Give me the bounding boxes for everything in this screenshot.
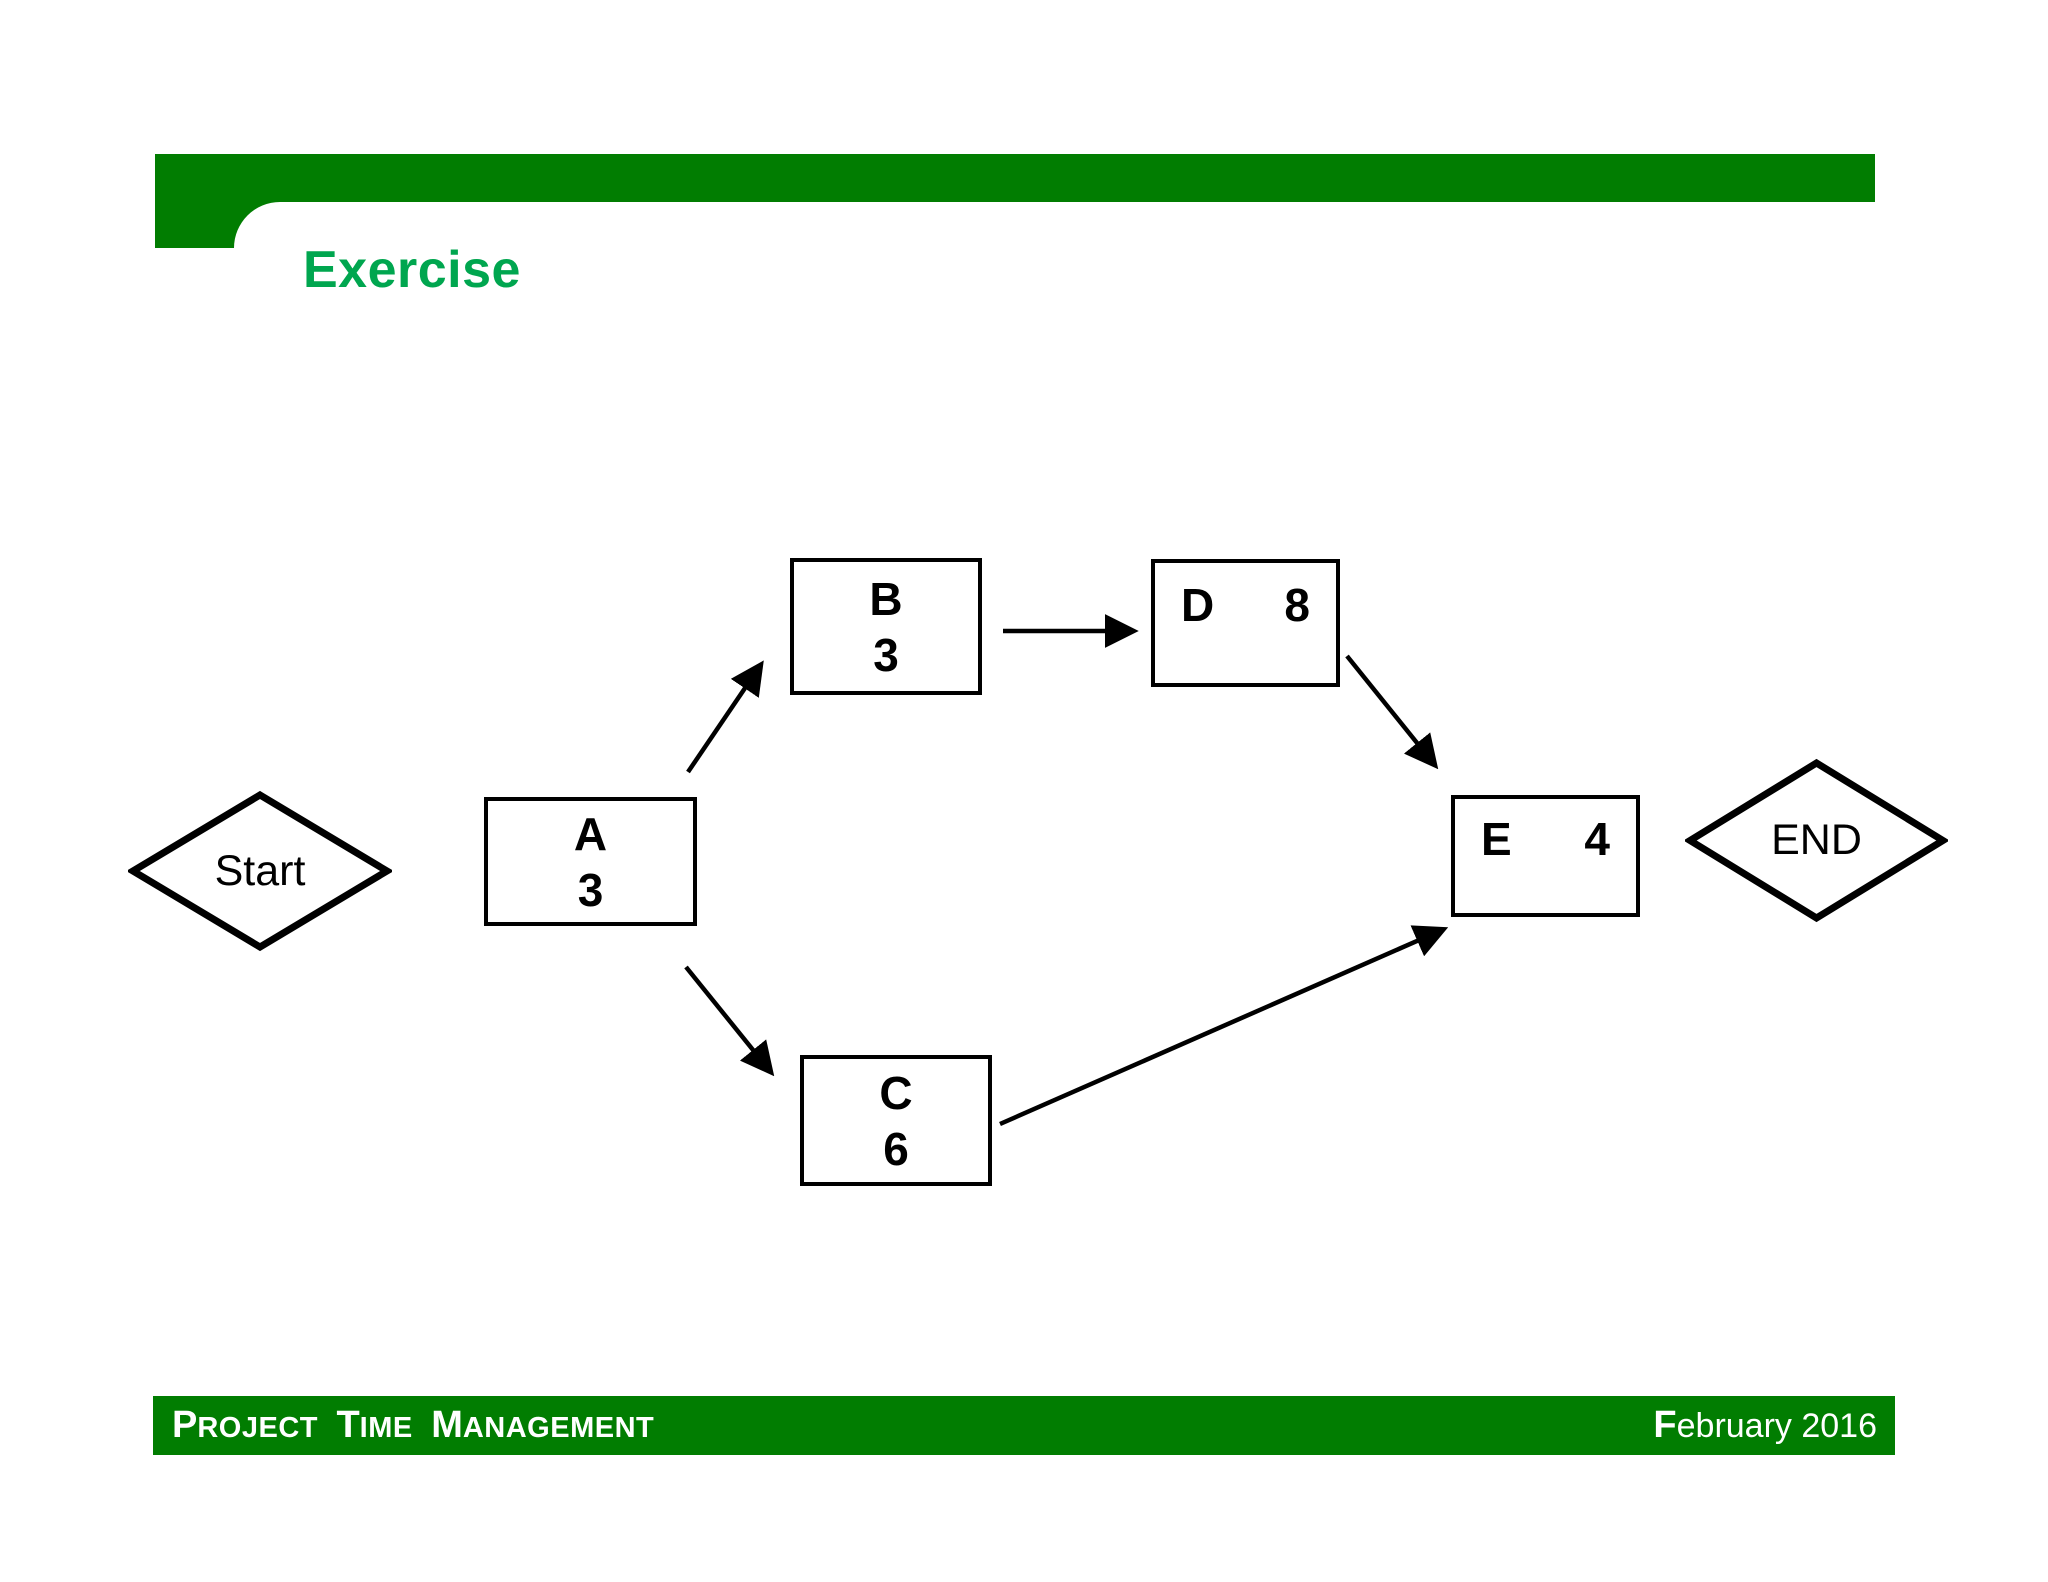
end-diamond-shape [1685,758,1948,923]
task-a-name: A [573,807,608,860]
header-curve-mask [234,202,434,262]
footer-bar: PROJECT TIME MANAGEMENT February 2016 [153,1396,1895,1455]
task-d-duration: 8 [1284,579,1310,631]
edge-c-e [999,925,1449,1127]
task-node-c: C 6 [800,1055,992,1186]
footer-date: February 2016 [1653,1404,1877,1446]
task-c-name: C [879,1066,913,1119]
footer-word-management: MANAGEMENT [431,1404,655,1446]
start-node-label: Start [214,846,306,895]
task-node-e: E 4 [1451,795,1640,917]
page-title: Exercise [303,241,521,299]
edge-d-e [1345,654,1439,770]
task-a-duration: 3 [577,863,604,916]
start-diamond-shape [128,790,392,952]
task-c-duration: 6 [883,1122,909,1175]
edge-a-c [684,965,775,1077]
task-e-name: E [1481,813,1512,865]
task-node-b: B 3 [790,558,982,695]
header-green-bar [155,154,1875,202]
end-node: END [1685,758,1948,923]
task-node-d: D 8 [1151,559,1340,687]
task-b-name: B [869,572,903,625]
end-node-label: END [1771,816,1862,864]
start-node: Start [128,790,392,952]
footer-course-title: PROJECT TIME MANAGEMENT [172,1404,668,1447]
task-d-name: D [1181,579,1215,631]
footer-word-time: TIME [336,1404,413,1446]
task-e-duration: 4 [1584,813,1610,865]
task-b-duration: 3 [873,628,899,681]
task-node-a: A 3 [484,797,697,926]
edge-a-b [686,660,764,774]
footer-word-project: PROJECT [172,1404,318,1446]
